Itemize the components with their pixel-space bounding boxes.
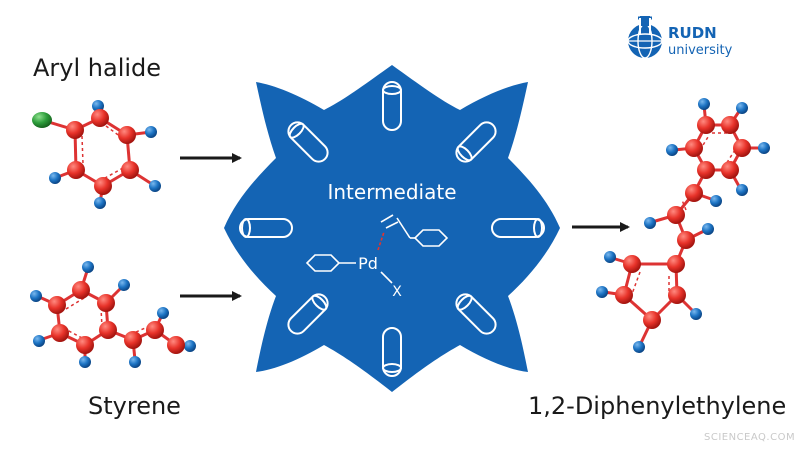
intermediate-label: Intermediate	[327, 180, 456, 204]
halogen-atom	[32, 112, 52, 128]
halide-label: X	[392, 284, 402, 300]
product-label: 1,2-Diphenylethylene	[528, 392, 787, 420]
intermediate-structure	[305, 214, 449, 284]
watermark: SCIENCEAQ.COM	[704, 432, 796, 443]
rudn-logo: RUDN university	[627, 16, 733, 59]
aryl-halide-molecule	[32, 100, 161, 209]
styrene-molecule	[30, 261, 196, 368]
aryl-halide-label: Aryl halide	[33, 54, 162, 82]
intermediate-star: Intermediate Pd X	[224, 65, 560, 392]
pd-label: Pd	[358, 254, 378, 273]
logo-name: RUDN	[668, 24, 717, 42]
product-molecule	[596, 98, 770, 353]
globe-icon	[627, 16, 663, 59]
styrene-label: Styrene	[88, 392, 181, 420]
logo-subtitle: university	[668, 43, 733, 58]
